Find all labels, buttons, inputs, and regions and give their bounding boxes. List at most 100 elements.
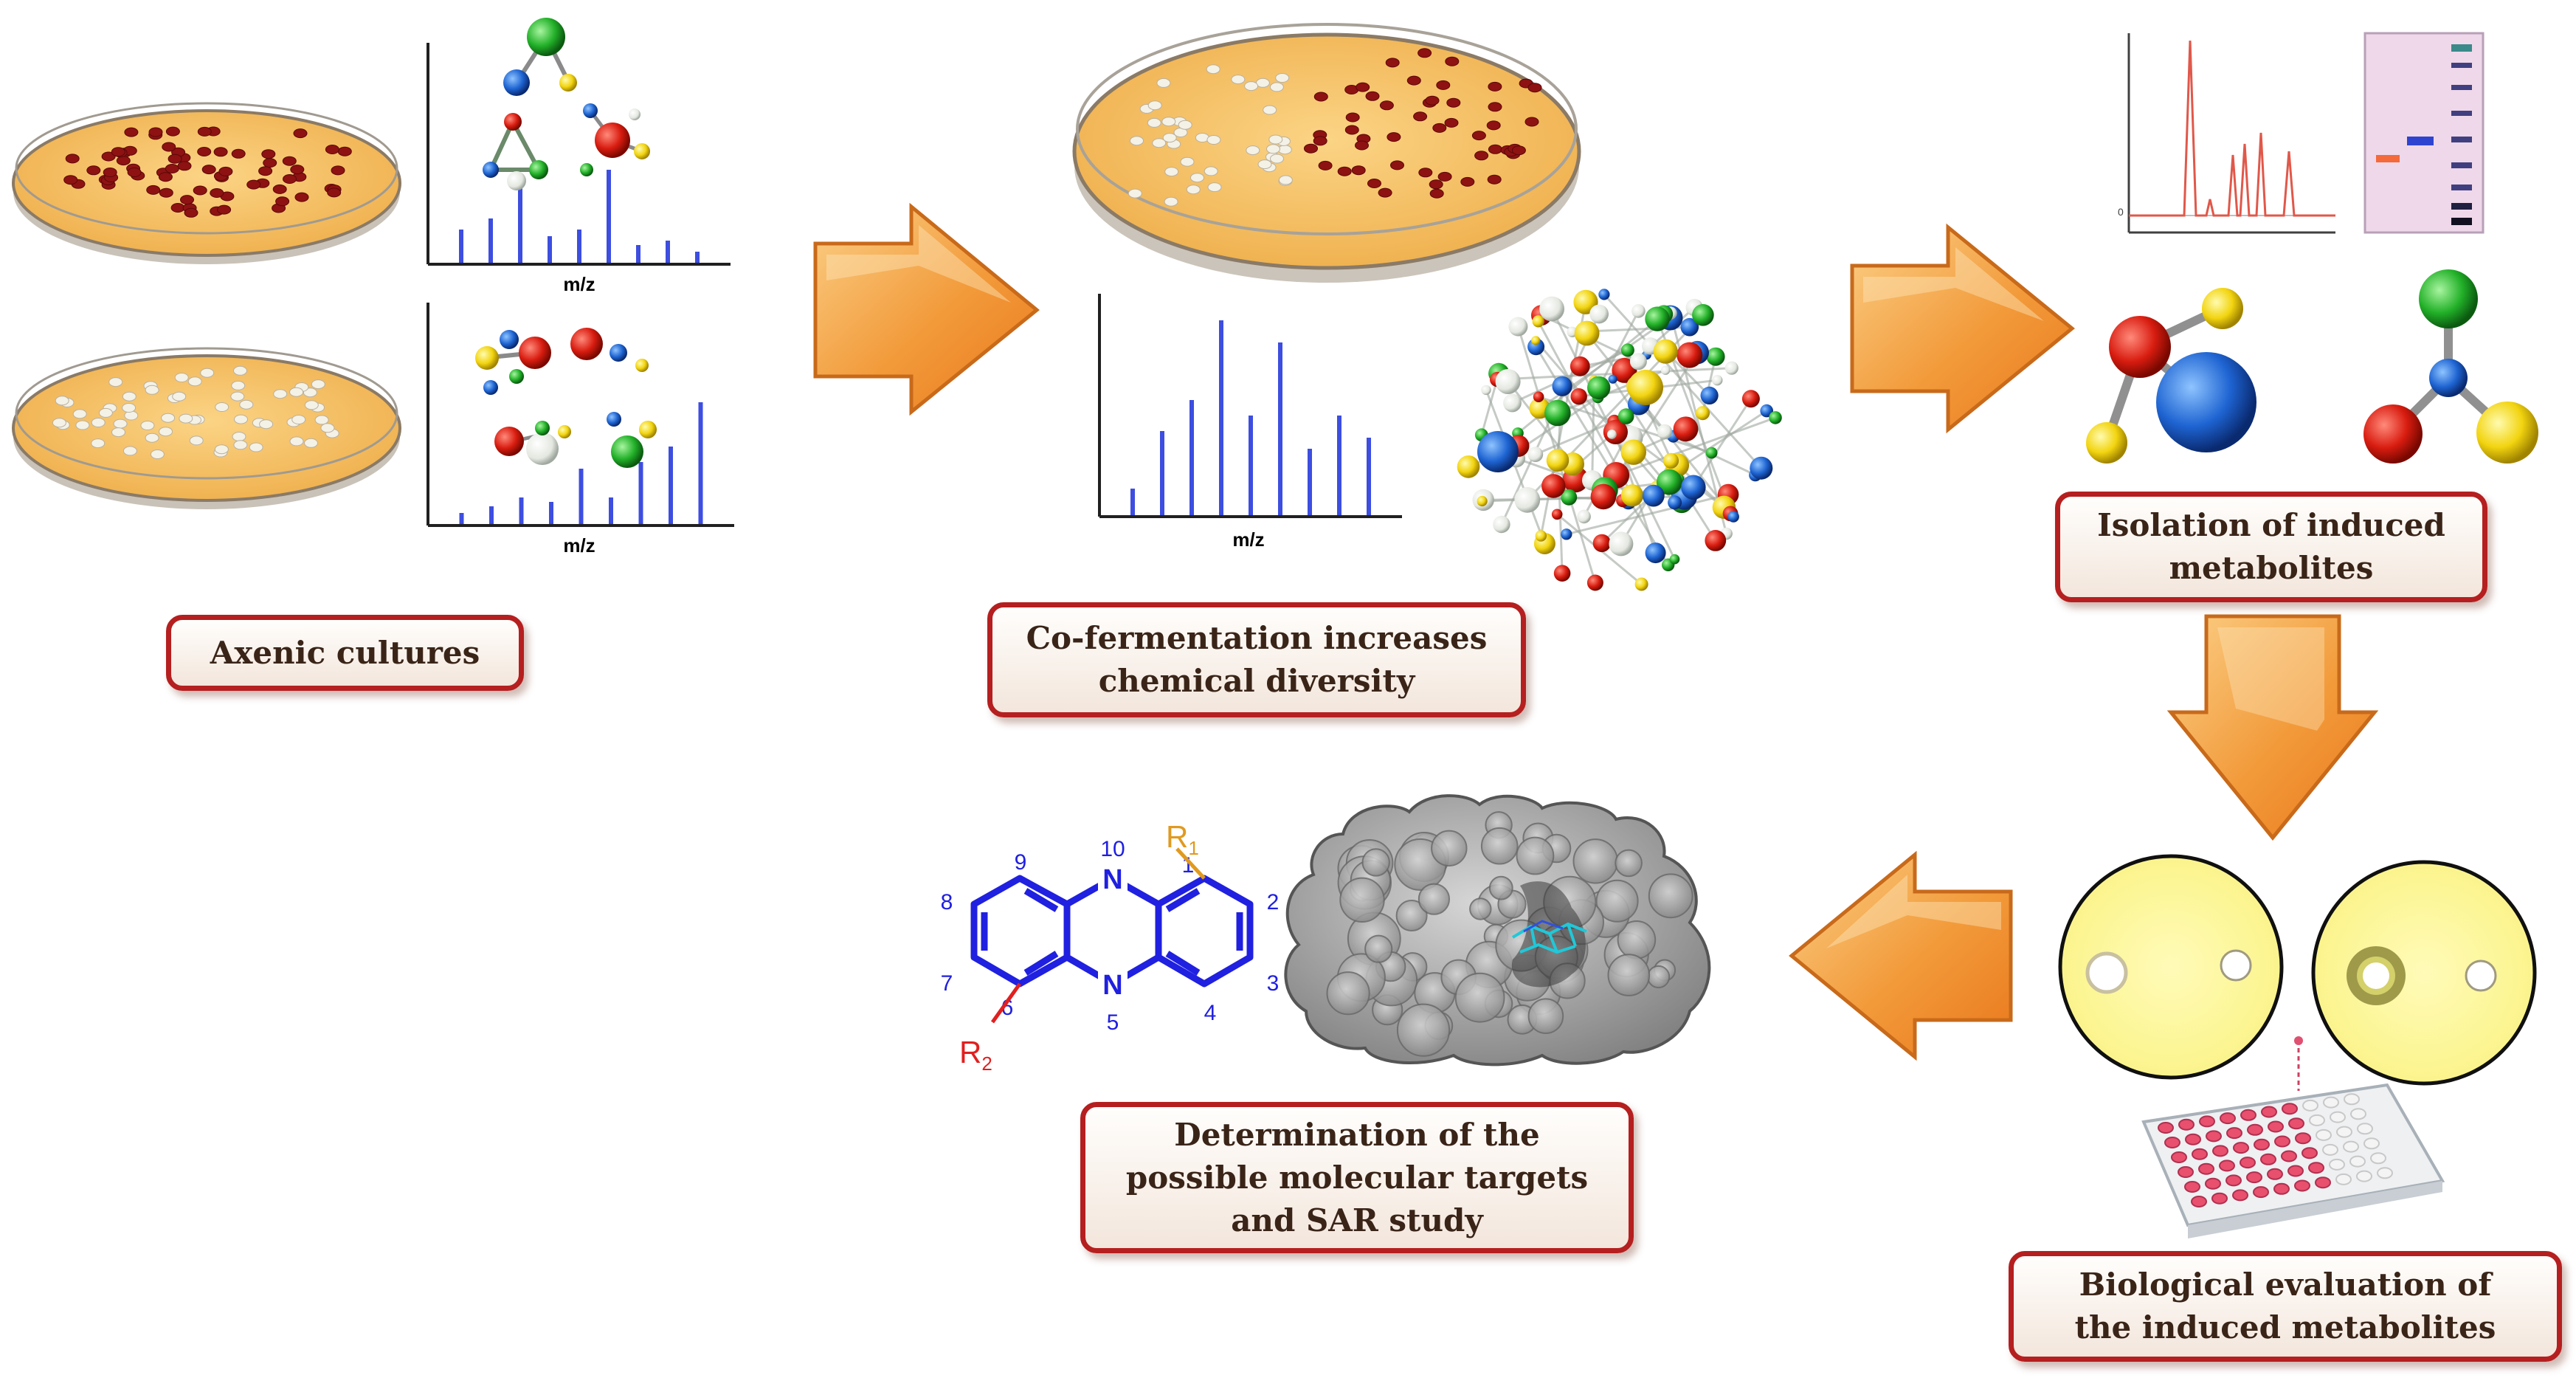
colony (231, 148, 246, 159)
colony (1156, 77, 1171, 88)
colony (1378, 187, 1392, 198)
colony (174, 373, 189, 382)
atom (1477, 495, 1488, 507)
atom (1607, 430, 1617, 439)
bond (1535, 340, 1676, 503)
well (2281, 1150, 2297, 1162)
colony (282, 156, 297, 166)
colony (293, 128, 308, 139)
colony (1313, 92, 1328, 102)
colony (1418, 168, 1433, 178)
well (2357, 1123, 2373, 1135)
atom (1692, 304, 1714, 326)
colony (232, 432, 246, 441)
colony (103, 168, 117, 177)
colony (122, 446, 137, 456)
colony (214, 444, 229, 455)
well (2302, 1147, 2318, 1160)
colony (1178, 120, 1192, 130)
atom (1570, 356, 1590, 376)
colony (1164, 167, 1179, 177)
atom (1668, 495, 1682, 510)
spectrum-top-axis-label: m/z (563, 273, 595, 295)
surface-lobe (1488, 875, 1513, 900)
atom (1553, 565, 1571, 582)
chromatogram: 0 (2118, 33, 2335, 234)
atom (1503, 393, 1522, 413)
petri-dish-white-colonies (12, 347, 401, 509)
colony (1436, 80, 1451, 90)
isolation-line-1: Isolation of induced (2097, 507, 2445, 543)
colony (1418, 48, 1432, 58)
atom (1574, 320, 1600, 346)
atom (1527, 447, 1544, 462)
arrow-right-icon (813, 202, 1040, 416)
surface-lobe (1418, 883, 1451, 915)
colony (1313, 136, 1327, 146)
colony (52, 418, 66, 428)
atom (1589, 304, 1609, 324)
colony (1161, 117, 1176, 127)
colony (113, 418, 128, 429)
atom (1634, 577, 1648, 591)
colony (172, 391, 187, 402)
bond (1603, 293, 1762, 469)
atom (1598, 289, 1610, 300)
surface-lobe (1364, 934, 1393, 963)
colony (148, 127, 163, 137)
colony (101, 151, 116, 162)
well (2219, 1160, 2235, 1172)
co-fermentation-line-2: chemical diversity (1098, 663, 1415, 699)
well (2287, 1165, 2304, 1177)
well (2344, 1093, 2360, 1106)
position-2: 2 (1267, 890, 1280, 914)
surface-lobe (1615, 849, 1643, 878)
atom (1673, 416, 1699, 442)
colony (1437, 171, 1452, 182)
r1-bond (1175, 847, 1206, 880)
colony (111, 427, 125, 438)
surface-lobe (1595, 879, 1639, 923)
colony (177, 161, 192, 171)
atom (1541, 474, 1566, 498)
atom (1577, 509, 1591, 524)
atom (1705, 530, 1727, 551)
colony (246, 179, 261, 190)
colony (1356, 82, 1370, 92)
colony (165, 164, 179, 173)
surface-lobe (1326, 971, 1370, 1016)
colony (290, 165, 305, 175)
spectrum-bottom-axis-label: m/z (563, 534, 595, 557)
surface-lobe (1572, 838, 1618, 884)
well (2349, 1155, 2366, 1168)
colony (159, 427, 173, 437)
colony (1413, 111, 1428, 122)
atom (1724, 361, 1738, 375)
well (2171, 1151, 2187, 1163)
colony (55, 396, 69, 406)
atom (1657, 424, 1673, 440)
colony (122, 391, 137, 402)
atom (1477, 431, 1519, 472)
well (2254, 1138, 2270, 1151)
well (2288, 1117, 2304, 1130)
well (2273, 1182, 2290, 1195)
well (2205, 1177, 2221, 1190)
well (2220, 1112, 2236, 1125)
colony (210, 188, 224, 198)
colony (145, 385, 159, 395)
colony (273, 389, 288, 399)
well (2247, 1123, 2263, 1136)
mass-spectrum-bottom: m/z (427, 303, 734, 557)
axenic-label-text: Axenic cultures (210, 634, 480, 671)
atom (1514, 486, 1541, 513)
well (2268, 1120, 2284, 1133)
agar-diffusion-icon (2058, 854, 2284, 1080)
well (2336, 1126, 2352, 1138)
axenic-cultures-label: Axenic cultures (166, 615, 524, 691)
bond (1692, 398, 1753, 489)
colony (1351, 165, 1366, 176)
well (2316, 1129, 2332, 1141)
atom (1662, 452, 1679, 469)
colony (1263, 105, 1277, 115)
